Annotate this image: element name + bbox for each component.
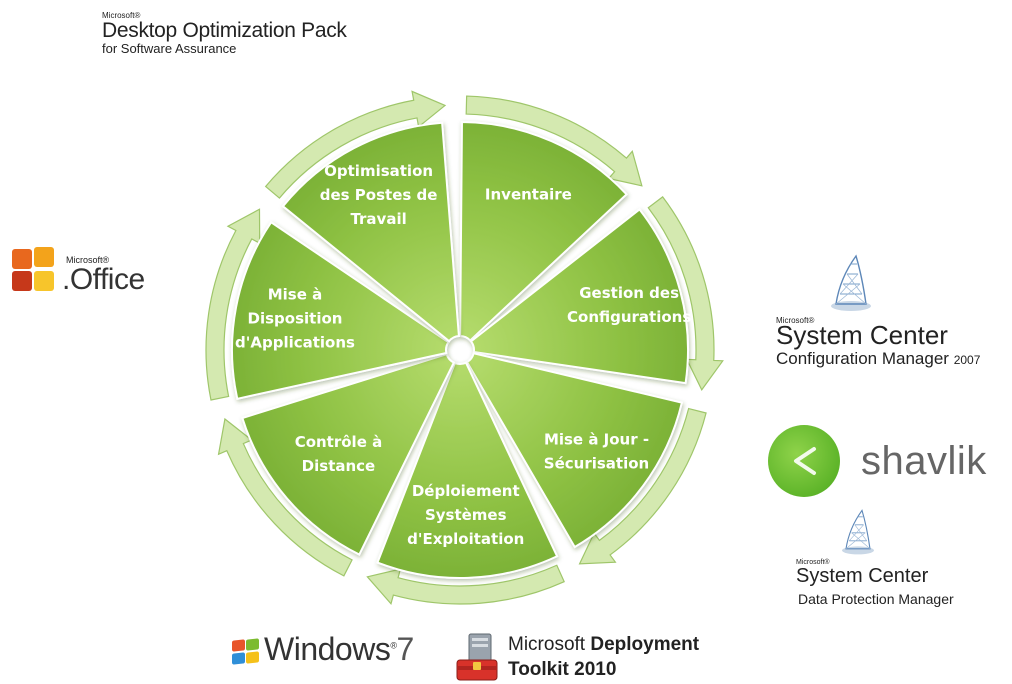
- microsoft-label: Microsoft®: [66, 255, 110, 265]
- sccm-title: System Center: [776, 320, 948, 350]
- cycle-segment: [469, 208, 689, 385]
- dop-subtitle: for Software Assurance: [102, 41, 237, 56]
- system-center-icon: [842, 509, 874, 555]
- dop-title: Desktop Optimization Pack: [102, 19, 347, 42]
- cycle-segment: [459, 120, 628, 342]
- cycle-arrow: [205, 208, 261, 401]
- cycle-arrow: [264, 90, 447, 199]
- sccm-product: Configuration Manager: [776, 349, 949, 368]
- mdt-microsoft: Microsoft: [508, 634, 591, 655]
- segment-label: Inventaire: [485, 185, 572, 203]
- office-logo: Microsoft® .Office: [12, 247, 162, 297]
- dpm-title: System Center: [796, 565, 929, 587]
- cycle-segment: [281, 121, 460, 343]
- microsoft-label: Microsoft®: [776, 316, 815, 325]
- cycle-arrow: [578, 407, 707, 565]
- cycle-segment: [376, 361, 559, 579]
- microsoft-label: Microsoft®: [102, 11, 141, 20]
- system-center-icon: [831, 254, 871, 311]
- cycle-arrow: [647, 196, 724, 391]
- windows7-title: Windows®7: [264, 631, 414, 667]
- windows-flag-icon: [230, 638, 262, 667]
- mdt-deployment: Deployment: [590, 634, 700, 655]
- mdt-line2: Toolkit 2010: [508, 659, 617, 680]
- sccm-subtitle: Configuration Manager 2007: [776, 349, 980, 369]
- cycle-segment: [241, 352, 456, 556]
- windows-word: Windows: [264, 631, 391, 667]
- toolbox-icon: [456, 633, 498, 681]
- cycle-segment: [231, 220, 450, 400]
- shavlik-title: shavlik: [861, 439, 987, 483]
- cycle-arrow: [465, 95, 643, 187]
- sccm-year: 2007: [953, 353, 981, 367]
- cycle-arrow: [366, 564, 565, 606]
- cycle-segment: [465, 352, 684, 549]
- office-logo-icon: [12, 247, 60, 297]
- cycle-arrow: [217, 417, 353, 577]
- windows-version: 7: [396, 631, 414, 667]
- office-title: .Office: [62, 263, 145, 296]
- desktop-optimization-pack-logo: Microsoft® Desktop Optimization Pack for…: [102, 12, 347, 56]
- microsoft-label: Microsoft®: [796, 559, 830, 566]
- shavlik-logo-icon: [768, 425, 840, 497]
- segment-label: Mise à Jour -Sécurisation: [544, 430, 649, 472]
- dpm-subtitle: Data Protection Manager: [798, 591, 954, 607]
- mdt-line1: Microsoft Deployment: [508, 634, 699, 656]
